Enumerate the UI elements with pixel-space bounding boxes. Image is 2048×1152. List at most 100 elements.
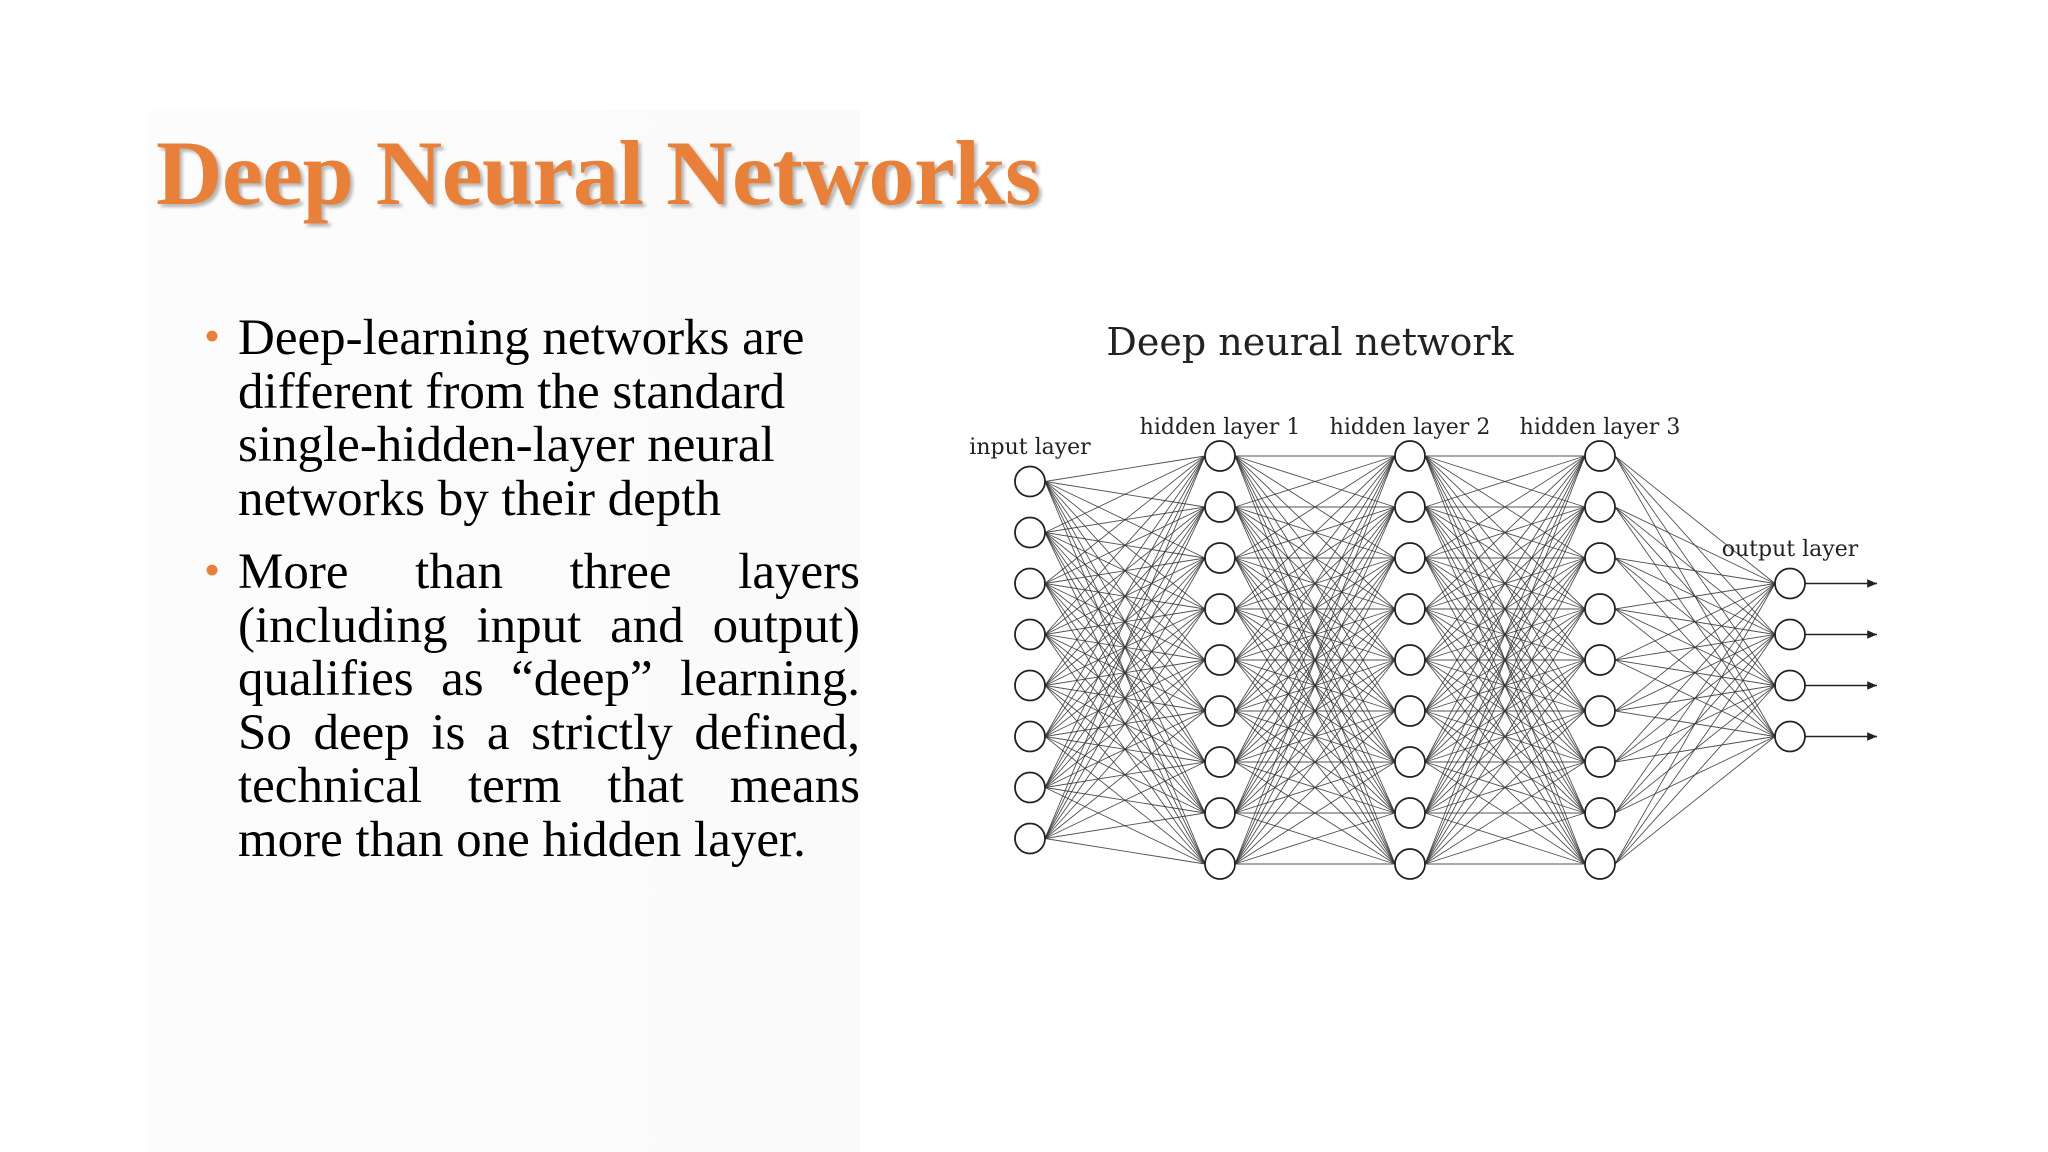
neuron-node <box>1584 491 1616 523</box>
neuron-node <box>1394 746 1426 778</box>
connection-edge <box>1044 455 1206 482</box>
neuron-node <box>1584 695 1616 727</box>
layer-label: hidden layer 3 <box>1520 415 1681 440</box>
connection-edge <box>1424 608 1586 865</box>
bullet-dot-icon: • <box>204 310 221 361</box>
neuron-node <box>1394 593 1426 625</box>
connection-edge <box>1614 685 1776 865</box>
connection-edge <box>1614 634 1776 865</box>
connection-edge <box>1424 455 1586 559</box>
connection-edge <box>1234 455 1396 763</box>
neuron-node <box>1014 618 1046 651</box>
connection-edge <box>1044 659 1206 839</box>
connection-edge <box>1234 455 1396 661</box>
neuron-node <box>1584 797 1616 829</box>
neuron-node <box>1014 567 1046 600</box>
neuron-node <box>1014 669 1046 702</box>
figure-title: Deep neural network <box>1106 320 1514 364</box>
connection-edge <box>1044 838 1206 865</box>
neuron-node <box>1584 440 1616 472</box>
connection-edge <box>1234 812 1396 865</box>
neuron-node <box>1394 644 1426 676</box>
neuron-node <box>1394 491 1426 523</box>
neuron-node <box>1204 593 1236 625</box>
layer-label: hidden layer 1 <box>1140 415 1301 440</box>
neural-network-svg: Deep neural network input layer hidden lay… <box>969 320 1877 880</box>
connection-edge <box>1424 812 1586 865</box>
connection-edge <box>1234 608 1396 865</box>
connection-edge <box>1424 761 1586 865</box>
slide-title: Deep Neural Networks <box>156 122 1041 224</box>
neuron-node <box>1394 797 1426 829</box>
neuron-node <box>1584 644 1616 676</box>
connection-edge <box>1424 455 1586 508</box>
connection-edge <box>1044 812 1206 839</box>
connection-edge <box>1234 455 1396 508</box>
connection-edge <box>1614 583 1776 865</box>
connection-edge <box>1234 710 1396 865</box>
connection-edge <box>1044 455 1206 686</box>
connection-edge <box>1424 455 1586 712</box>
connection-edge <box>1614 583 1776 661</box>
connection-edge <box>1234 659 1396 865</box>
connection-edge <box>1424 455 1586 814</box>
connection-edge <box>1424 659 1586 865</box>
neuron-node <box>1204 644 1236 676</box>
connection-edge <box>1234 455 1396 814</box>
neuron-node <box>1774 567 1806 600</box>
neuron-node <box>1204 542 1236 574</box>
neuron-node <box>1774 618 1806 651</box>
connection-edge <box>1614 583 1776 763</box>
neuron-node <box>1204 695 1236 727</box>
connection-edge <box>1614 557 1776 584</box>
connection-edge <box>1044 455 1206 788</box>
neuron-node <box>1774 720 1806 753</box>
neuron-node <box>1774 669 1806 702</box>
connection-edge <box>1044 506 1206 839</box>
connection-edge <box>1614 506 1776 584</box>
connection-edge <box>1614 583 1776 814</box>
connection-edge <box>1044 455 1206 584</box>
neuron-node <box>1204 440 1236 472</box>
connection-edge <box>1234 455 1396 712</box>
neuron-node <box>1204 746 1236 778</box>
bullet-list: • Deep-learning networks are different f… <box>200 310 860 887</box>
neural-network-diagram: Deep neural network input layer hidden lay… <box>950 300 1890 940</box>
connection-edge <box>1044 455 1206 533</box>
neuron-node <box>1584 746 1616 778</box>
connection-edge <box>1044 455 1206 635</box>
connection-edge <box>1234 455 1396 559</box>
connection-edge <box>1424 506 1586 865</box>
connection-edge <box>1234 557 1396 865</box>
connection-edge <box>1424 455 1586 763</box>
layer-label: input layer <box>969 435 1091 460</box>
connection-edge <box>1614 455 1776 584</box>
neuron-node <box>1394 440 1426 472</box>
connection-edge <box>1424 455 1586 661</box>
neuron-node <box>1204 797 1236 829</box>
neuron-node <box>1584 542 1616 574</box>
bullet-dot-icon: • <box>204 544 221 595</box>
connection-edge <box>1234 761 1396 865</box>
connection-edge <box>1044 761 1206 839</box>
connection-edge <box>1424 455 1586 610</box>
connection-edge <box>1424 557 1586 865</box>
connection-edge <box>1614 583 1776 610</box>
bullet-text: Deep-learning networks are different fro… <box>238 310 805 527</box>
neuron-node <box>1014 516 1046 549</box>
connection-edge <box>1044 557 1206 839</box>
neuron-node <box>1394 695 1426 727</box>
layer-label: hidden layer 2 <box>1330 415 1491 440</box>
connection-edge <box>1044 710 1206 839</box>
connection-edge <box>1424 710 1586 865</box>
layer-label: output layer <box>1722 537 1859 562</box>
connection-edge <box>1424 455 1586 865</box>
neuron-node <box>1584 848 1616 880</box>
text-panel-background <box>148 110 860 1152</box>
connection-edge <box>1234 455 1396 610</box>
connection-edge <box>1234 455 1396 865</box>
neuron-node <box>1014 822 1046 855</box>
neuron-node <box>1584 593 1616 625</box>
connection-edge <box>1234 506 1396 865</box>
